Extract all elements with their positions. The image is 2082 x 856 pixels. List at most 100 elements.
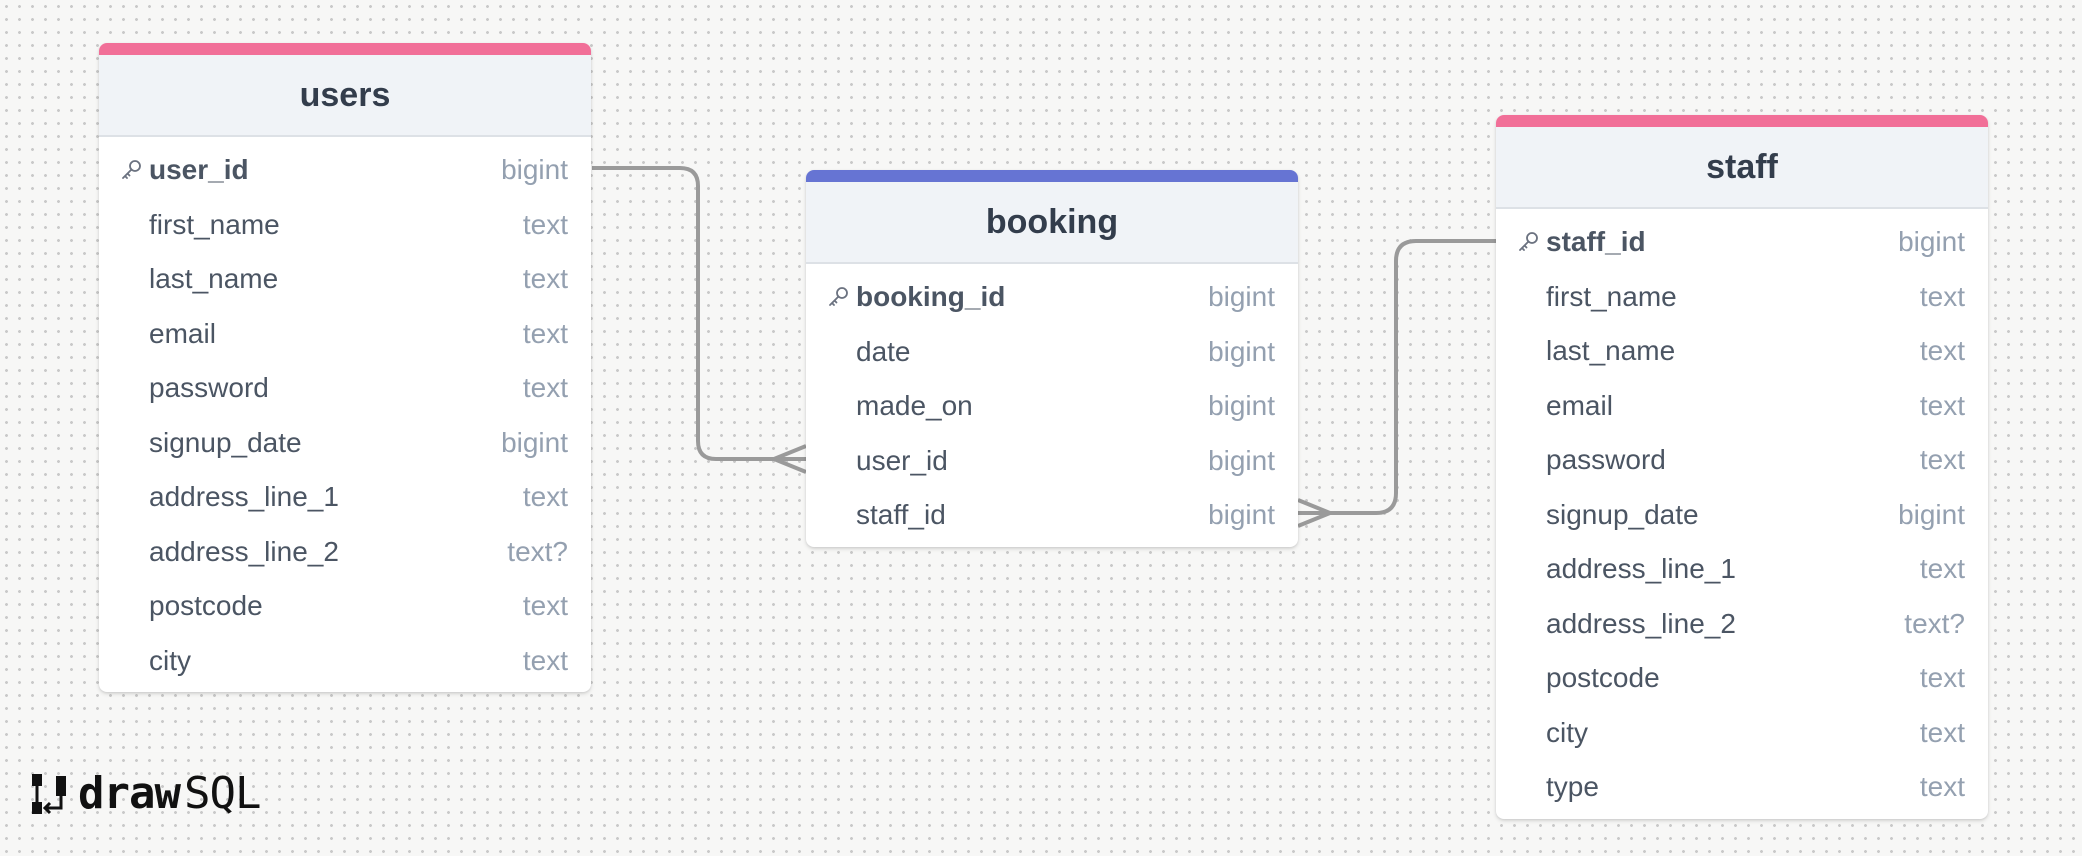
column-type: text bbox=[522, 481, 568, 513]
crowfoot-booking-user-id-icon bbox=[768, 444, 807, 474]
column-type: text? bbox=[507, 535, 568, 567]
column-name: last_name bbox=[1546, 335, 1676, 367]
logo-text-sql: SQL bbox=[183, 768, 261, 819]
column-row[interactable]: first_name text bbox=[1496, 270, 1988, 325]
column-row[interactable]: booking_id bigint bbox=[806, 270, 1298, 325]
column-type: text bbox=[522, 372, 568, 404]
column-name: date bbox=[856, 335, 911, 367]
column-type: text bbox=[1919, 771, 1965, 803]
column-type: bigint bbox=[1208, 335, 1275, 367]
relationship-staff-booking-line[interactable] bbox=[1298, 239, 1496, 515]
column-name: address_line_1 bbox=[149, 481, 339, 513]
column-name: address_line_1 bbox=[1546, 553, 1736, 585]
table-title: users bbox=[99, 55, 591, 137]
column-row[interactable]: postcode text bbox=[1496, 651, 1988, 706]
column-name: email bbox=[149, 317, 216, 349]
column-type: text bbox=[522, 263, 568, 295]
column-name: signup_date bbox=[1546, 498, 1699, 530]
column-row[interactable]: city text bbox=[1496, 706, 1988, 761]
drawsql-logo-icon bbox=[32, 773, 66, 814]
column-name: staff_id bbox=[856, 499, 946, 531]
column-name: password bbox=[1546, 444, 1666, 476]
table-color-bar bbox=[99, 43, 591, 55]
column-type: bigint bbox=[1208, 444, 1275, 476]
column-row[interactable]: address_line_2 text? bbox=[1496, 597, 1988, 652]
column-name: postcode bbox=[149, 590, 263, 622]
column-type: text bbox=[1919, 280, 1965, 312]
column-name: address_line_2 bbox=[1546, 607, 1736, 639]
column-type: text bbox=[1919, 716, 1965, 748]
column-name: city bbox=[149, 644, 191, 676]
column-row[interactable]: email text bbox=[99, 307, 591, 362]
column-row[interactable]: address_line_1 text bbox=[99, 470, 591, 525]
column-row[interactable]: date bigint bbox=[806, 325, 1298, 380]
table-booking[interactable]: booking booking_id bigint date bigint mad… bbox=[806, 170, 1298, 547]
column-name: user_id bbox=[856, 444, 948, 476]
column-name: type bbox=[1546, 771, 1599, 803]
column-type: bigint bbox=[1898, 226, 1965, 258]
table-title: staff bbox=[1496, 127, 1988, 209]
column-row[interactable]: signup_date bigint bbox=[99, 416, 591, 471]
table-title: booking bbox=[806, 182, 1298, 264]
column-type: text bbox=[522, 644, 568, 676]
relationship-users-booking-line[interactable] bbox=[592, 166, 806, 461]
column-type: text bbox=[1919, 444, 1965, 476]
table-color-bar bbox=[1496, 115, 1988, 127]
column-name: last_name bbox=[149, 263, 279, 295]
column-name: city bbox=[1546, 716, 1588, 748]
column-row[interactable]: staff_id bigint bbox=[806, 488, 1298, 543]
column-type: bigint bbox=[501, 154, 568, 186]
column-name: address_line_2 bbox=[149, 535, 339, 567]
column-row[interactable]: address_line_1 text bbox=[1496, 542, 1988, 597]
column-row[interactable]: last_name text bbox=[1496, 324, 1988, 379]
column-row[interactable]: first_name text bbox=[99, 198, 591, 253]
column-type: text bbox=[1919, 662, 1965, 694]
table-color-bar bbox=[806, 170, 1298, 182]
column-type: text bbox=[1919, 335, 1965, 367]
column-type: bigint bbox=[1208, 390, 1275, 422]
column-type: text bbox=[522, 208, 568, 240]
column-type: text bbox=[522, 317, 568, 349]
logo-text-draw: draw bbox=[78, 768, 181, 819]
primary-key-icon bbox=[122, 160, 141, 180]
column-type: bigint bbox=[501, 426, 568, 458]
column-row[interactable]: email text bbox=[1496, 379, 1988, 434]
column-row[interactable]: postcode text bbox=[99, 579, 591, 634]
column-row[interactable]: password text bbox=[99, 361, 591, 416]
column-row[interactable]: made_on bigint bbox=[806, 379, 1298, 434]
column-name: first_name bbox=[1546, 280, 1677, 312]
column-type: bigint bbox=[1208, 499, 1275, 531]
column-name: postcode bbox=[1546, 662, 1660, 694]
column-name: first_name bbox=[149, 208, 280, 240]
primary-key-icon bbox=[1519, 232, 1538, 252]
column-type: bigint bbox=[1208, 281, 1275, 313]
column-row[interactable]: user_id bigint bbox=[806, 434, 1298, 489]
column-row[interactable]: password text bbox=[1496, 433, 1988, 488]
column-name: staff_id bbox=[1546, 226, 1646, 258]
column-row[interactable]: last_name text bbox=[99, 252, 591, 307]
column-type: text? bbox=[1904, 607, 1965, 639]
column-name: email bbox=[1546, 389, 1613, 421]
column-name: booking_id bbox=[856, 281, 1006, 313]
crowfoot-booking-staff-id-icon bbox=[1297, 498, 1336, 528]
column-type: text bbox=[1919, 389, 1965, 421]
column-name: password bbox=[149, 372, 269, 404]
column-name: made_on bbox=[856, 390, 973, 422]
column-row[interactable]: user_id bigint bbox=[99, 143, 591, 198]
column-type: text bbox=[1919, 553, 1965, 585]
column-row[interactable]: city text bbox=[99, 634, 591, 689]
column-name: signup_date bbox=[149, 426, 302, 458]
column-row[interactable]: staff_id bigint bbox=[1496, 215, 1988, 270]
primary-key-icon bbox=[829, 287, 848, 307]
column-type: text bbox=[522, 590, 568, 622]
column-row[interactable]: address_line_2 text? bbox=[99, 525, 591, 580]
column-row[interactable]: type text bbox=[1496, 760, 1988, 815]
